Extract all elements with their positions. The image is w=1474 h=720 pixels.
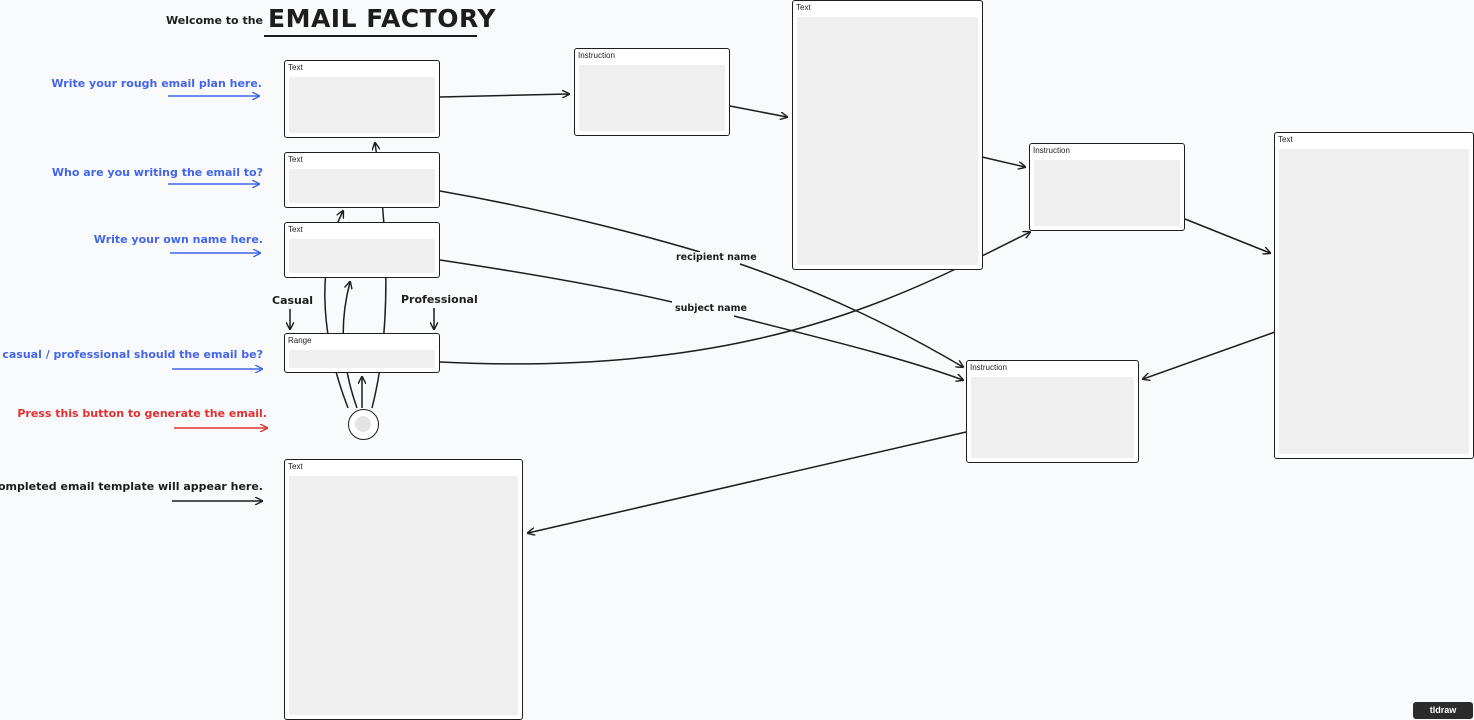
tone-label: How casual / professional should the ema…: [0, 348, 263, 361]
connector-instruction-2-to-right-text: [1184, 218, 1270, 253]
connector-instruction-3-to-output: [528, 431, 967, 533]
instruction-1-field[interactable]: [579, 65, 725, 131]
recipient-text-node[interactable]: Text: [284, 152, 440, 208]
plan-text-node[interactable]: Text: [284, 60, 440, 138]
instruction-1-node[interactable]: Instruction: [574, 48, 730, 136]
instruction-2-node[interactable]: Instruction: [1029, 143, 1185, 231]
professional-label: Professional: [401, 293, 478, 306]
right-text-field[interactable]: [1279, 149, 1469, 454]
name-text-field[interactable]: [289, 239, 435, 273]
name-label: Write your own name here.: [93, 233, 263, 246]
node-type-label: Text: [288, 462, 303, 471]
recipient-label: Who are you writing the email to?: [51, 166, 263, 179]
node-type-label: Text: [288, 63, 303, 72]
middle-text-field[interactable]: [797, 17, 978, 265]
instruction-2-field[interactable]: [1034, 160, 1180, 226]
connector-name-to-instruction-3-tail: [733, 315, 963, 380]
generate-button[interactable]: [348, 409, 379, 440]
connector-range-to-instruction-2-tail: [979, 232, 1030, 258]
connector-range-to-instruction-2: [439, 265, 963, 365]
tldraw-watermark[interactable]: tldraw: [1413, 702, 1473, 719]
node-type-label: Text: [1278, 135, 1293, 144]
node-type-label: Text: [288, 225, 303, 234]
node-type-label: Instruction: [578, 51, 615, 60]
casual-label: Casual: [272, 294, 314, 307]
result-label: Your completed email template will appea…: [0, 480, 263, 493]
node-type-label: Range: [288, 336, 312, 345]
plan-text-field[interactable]: [289, 77, 435, 133]
connector-middle-text-to-instruction-2: [981, 156, 1025, 167]
name-text-node[interactable]: Text: [284, 222, 440, 278]
connector-recipient-to-instruction-3: [439, 190, 701, 253]
output-text-field[interactable]: [289, 476, 518, 715]
connector-instruction-1-to-middle-text: [729, 105, 787, 117]
connector-right-text-to-instruction-3: [1143, 331, 1276, 379]
plan-label: Write your rough email plan here.: [51, 77, 262, 90]
recipient-text-field[interactable]: [289, 169, 435, 203]
connector-recipient-to-instruction-3-tail: [739, 263, 963, 367]
tone-range-node[interactable]: Range: [284, 333, 440, 373]
output-text-node[interactable]: Text: [284, 459, 523, 720]
page-title: EMAIL FACTORY: [268, 4, 496, 33]
title-prefix: Welcome to the: [166, 14, 263, 27]
tone-range-slider[interactable]: [289, 350, 435, 368]
node-type-label: Instruction: [1033, 146, 1070, 155]
right-text-node[interactable]: Text: [1274, 132, 1474, 459]
title-underline: [264, 35, 477, 37]
middle-text-node[interactable]: Text: [792, 0, 983, 270]
node-type-label: Text: [288, 155, 303, 164]
node-type-label: Instruction: [970, 363, 1007, 372]
connector-plan-to-instruction-1: [439, 94, 569, 97]
edge-label-subject-name: subject name: [674, 303, 748, 314]
generate-label: Press this button to generate the email.: [17, 407, 267, 420]
instruction-3-field[interactable]: [971, 377, 1134, 458]
node-type-label: Text: [796, 3, 811, 12]
connector-name-to-instruction-3: [439, 259, 673, 303]
instruction-3-node[interactable]: Instruction: [966, 360, 1139, 463]
edge-label-recipient-name: recipient name: [675, 252, 758, 263]
generate-button-icon: [355, 416, 371, 432]
